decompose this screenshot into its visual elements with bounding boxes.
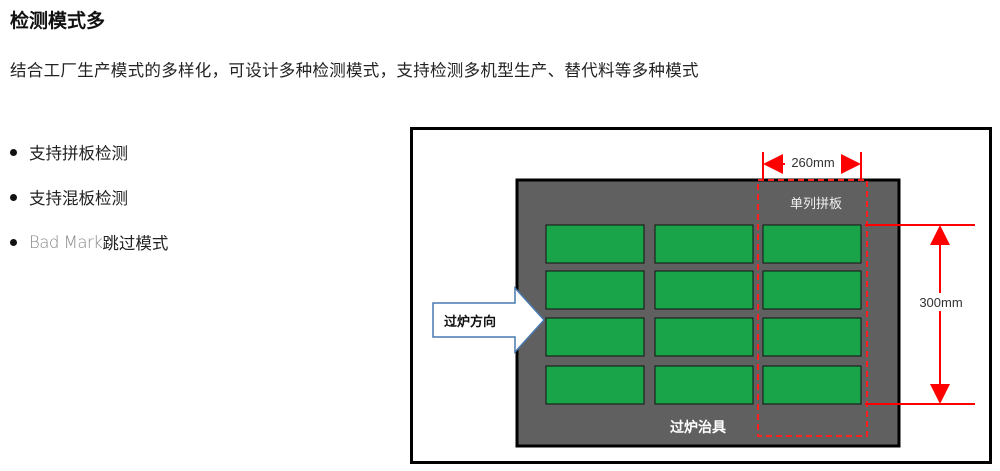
board (654, 270, 754, 310)
column-label: 单列拼板 (790, 197, 842, 212)
board (654, 365, 754, 405)
board (654, 317, 754, 357)
bullet-icon (10, 238, 17, 246)
width-label: 260mm (791, 155, 834, 170)
feature-label: 支持拼板检测 (29, 144, 128, 163)
feature-label: 跳过模式 (102, 234, 169, 253)
section-title: 检测模式多 (10, 10, 106, 32)
column-outline (757, 179, 868, 437)
board (545, 270, 645, 310)
height-label: 300mm (919, 295, 962, 310)
section-description: 结合工厂生产模式的多样化，可设计多种检测模式，支持检测多机型生产、替代料等多种模… (10, 61, 699, 80)
bullet-icon (10, 148, 17, 156)
bullet-icon (10, 193, 17, 201)
fixture-diagram-svg: 260mm 单列拼板 300mm 过炉方向 过炉治具 (432, 152, 975, 448)
board (762, 365, 862, 405)
width-label-bg (785, 154, 841, 170)
board (762, 317, 862, 357)
direction-arrow-icon (432, 286, 546, 354)
board (545, 317, 645, 357)
fixture-diagram: 260mm 单列拼板 300mm 过炉方向 过炉治具 (410, 127, 992, 464)
board (545, 365, 645, 405)
feature-item-mixed: 支持混板检测 (10, 185, 168, 209)
board-grid (545, 224, 862, 405)
feature-label: 支持混板检测 (29, 189, 128, 208)
board (654, 224, 754, 264)
height-label-bg (917, 293, 965, 311)
feature-prefix: Bad Mark (29, 232, 103, 252)
fixture-tray (515, 178, 901, 448)
feature-item-panel: 支持拼板检测 (10, 140, 168, 164)
board (545, 224, 645, 264)
direction-label: 过炉方向 (444, 314, 496, 330)
board (762, 270, 862, 310)
board (762, 224, 862, 264)
fixture-label: 过炉治具 (670, 419, 726, 436)
